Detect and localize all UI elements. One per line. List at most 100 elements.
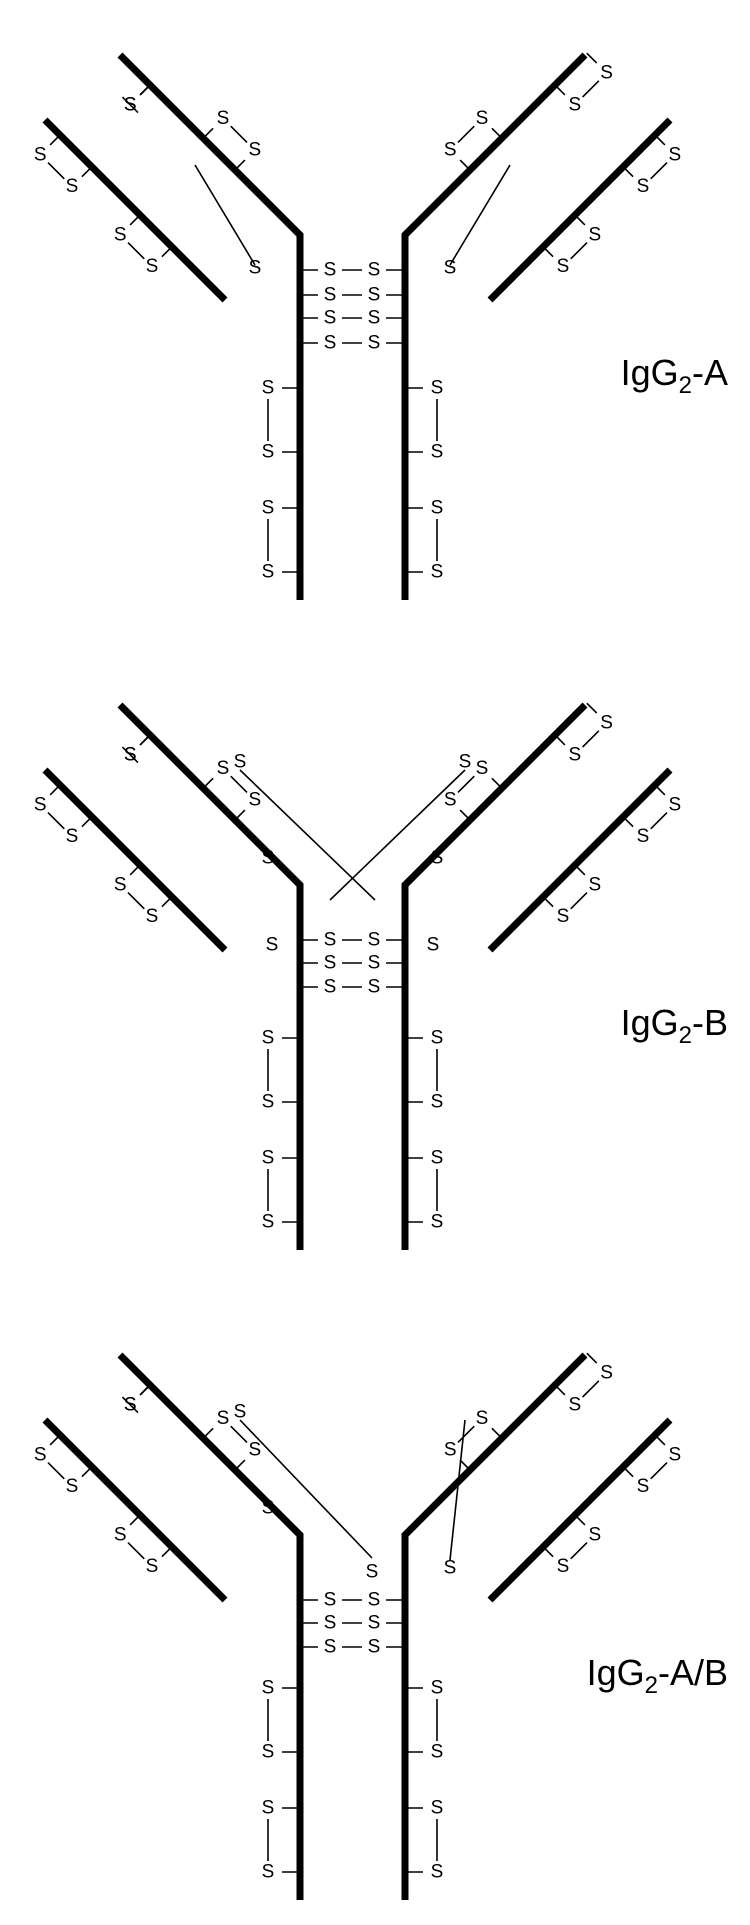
interchain-bond bbox=[194, 164, 256, 266]
sulfur-label: S bbox=[557, 1556, 570, 1577]
disulfide-bond bbox=[582, 730, 600, 748]
disulfide-bond bbox=[121, 746, 139, 764]
disulfide-bond bbox=[570, 242, 588, 260]
bond-stub bbox=[459, 159, 471, 171]
sulfur-label: S bbox=[324, 285, 337, 306]
sulfur-label: S bbox=[444, 258, 457, 279]
sulfur-label: S bbox=[431, 1028, 444, 1049]
light-chain-right bbox=[487, 767, 673, 953]
sulfur-label: S bbox=[368, 308, 381, 329]
heavy-chain-left bbox=[117, 702, 304, 1250]
bond-stub bbox=[161, 246, 173, 258]
heavy-chain-right bbox=[401, 702, 588, 1250]
sulfur-label: S bbox=[324, 953, 337, 974]
label-subscript: 2 bbox=[679, 1022, 692, 1049]
disulfide-bond bbox=[650, 1462, 668, 1480]
bond-stub bbox=[139, 84, 151, 96]
sulfur-label: S bbox=[600, 62, 613, 83]
sulfur-label: S bbox=[444, 140, 457, 161]
sulfur-label: S bbox=[262, 442, 275, 463]
sulfur-label: S bbox=[217, 758, 230, 779]
sulfur-label: S bbox=[431, 442, 444, 463]
bond-stub bbox=[654, 1434, 666, 1446]
sulfur-label: S bbox=[431, 1092, 444, 1113]
panel-label-igg2-ab: IgG2-A/B bbox=[587, 1652, 728, 1699]
sulfur-label: S bbox=[444, 790, 457, 811]
sulfur-label: S bbox=[114, 1524, 127, 1545]
bond-stub bbox=[459, 809, 471, 821]
bond-stub bbox=[622, 166, 634, 178]
bond-stub bbox=[586, 1352, 598, 1364]
sulfur-label: S bbox=[248, 1440, 261, 1461]
sulfur-label: S bbox=[248, 790, 261, 811]
heavy-chain-left bbox=[117, 52, 304, 600]
sulfur-label: S bbox=[368, 333, 381, 354]
sulfur-label: S bbox=[557, 256, 570, 277]
sulfur-label: S bbox=[262, 562, 275, 583]
sulfur-label: S bbox=[431, 1798, 444, 1819]
sulfur-label: S bbox=[234, 752, 247, 773]
sulfur-label: S bbox=[66, 826, 79, 847]
sulfur-label: S bbox=[368, 1637, 381, 1658]
disulfide-bond bbox=[570, 1542, 588, 1560]
heavy-chain-right bbox=[401, 52, 588, 600]
bond-stub bbox=[542, 896, 554, 908]
sulfur-label: S bbox=[146, 1556, 159, 1577]
sulfur-label: S bbox=[431, 848, 444, 869]
interchain-bond bbox=[449, 164, 511, 266]
sulfur-label: S bbox=[34, 794, 47, 815]
sulfur-label: S bbox=[427, 935, 440, 956]
bond-stub bbox=[554, 734, 566, 746]
sulfur-label: S bbox=[114, 874, 127, 895]
light-chain-left bbox=[42, 767, 228, 953]
sulfur-label: S bbox=[266, 935, 279, 956]
sulfur-label: S bbox=[262, 1862, 275, 1883]
sulfur-label: S bbox=[34, 1444, 47, 1465]
sulfur-label: S bbox=[217, 1408, 230, 1429]
sulfur-label: S bbox=[262, 498, 275, 519]
sulfur-label: S bbox=[431, 1678, 444, 1699]
disulfide-bond bbox=[230, 775, 248, 793]
disulfide-bond bbox=[47, 812, 65, 830]
sulfur-label: S bbox=[588, 1524, 601, 1545]
bond-stub bbox=[129, 1514, 141, 1526]
sulfur-label: S bbox=[444, 1558, 457, 1579]
disulfide-bond bbox=[650, 162, 668, 180]
sulfur-label: S bbox=[568, 94, 581, 115]
disulfide-bond bbox=[457, 125, 475, 143]
sulfur-label: S bbox=[366, 1562, 379, 1583]
panel-label-igg2-b: IgG2-B bbox=[621, 1002, 728, 1049]
bond-stub bbox=[129, 864, 141, 876]
bond-stub bbox=[491, 127, 503, 139]
sulfur-label: S bbox=[114, 224, 127, 245]
sulfur-label: S bbox=[249, 258, 262, 279]
sulfur-label: S bbox=[637, 826, 650, 847]
bond-stub bbox=[81, 816, 93, 828]
bond-stub bbox=[654, 784, 666, 796]
interchain-bond bbox=[449, 1419, 466, 1561]
disulfide-bond bbox=[127, 1542, 145, 1560]
sulfur-label: S bbox=[146, 906, 159, 927]
bond-stub bbox=[234, 1459, 246, 1471]
bond-stub bbox=[459, 1459, 471, 1471]
label-main: IgG bbox=[621, 1002, 679, 1043]
bond-stub bbox=[554, 1384, 566, 1396]
bond-stub bbox=[491, 1427, 503, 1439]
sulfur-label: S bbox=[34, 144, 47, 165]
heavy-chain-left bbox=[117, 1352, 304, 1900]
bond-stub bbox=[161, 1546, 173, 1558]
bond-stub bbox=[81, 166, 93, 178]
bond-stub bbox=[81, 1466, 93, 1478]
bond-stub bbox=[129, 214, 141, 226]
sulfur-label: S bbox=[476, 108, 489, 129]
disulfide-bond bbox=[650, 812, 668, 830]
sulfur-label: S bbox=[431, 1742, 444, 1763]
bond-stub bbox=[234, 159, 246, 171]
sulfur-label: S bbox=[368, 285, 381, 306]
bond-stub bbox=[622, 1466, 634, 1478]
sulfur-label: S bbox=[234, 1402, 247, 1423]
bond-stub bbox=[542, 1546, 554, 1558]
sulfur-label: S bbox=[476, 1408, 489, 1429]
bond-stub bbox=[586, 52, 598, 64]
